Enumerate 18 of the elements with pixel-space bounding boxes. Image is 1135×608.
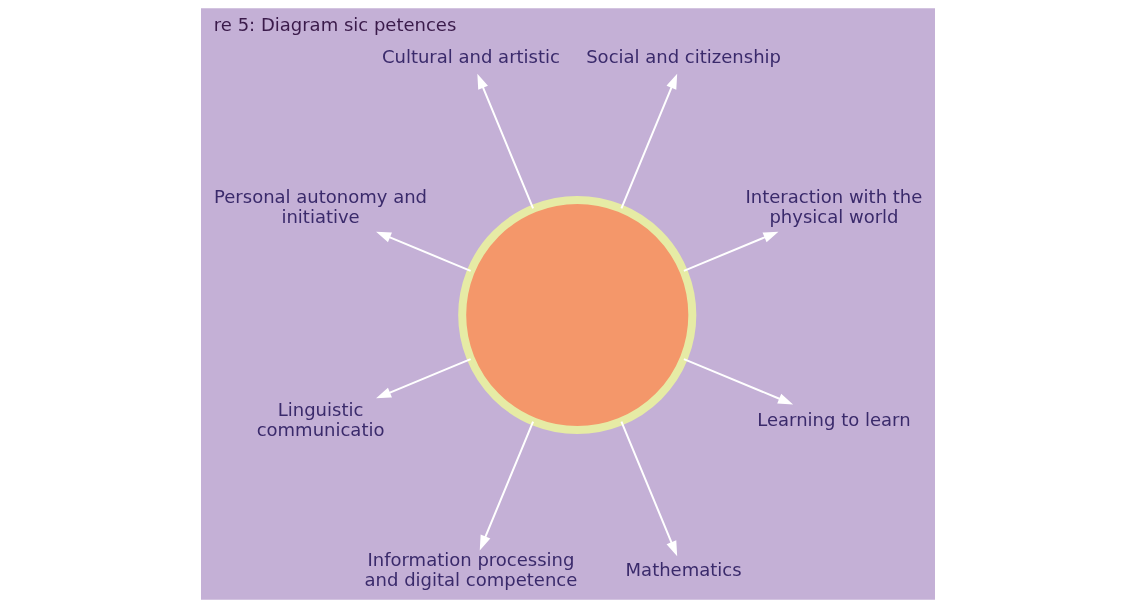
node-text: Learning to learn xyxy=(756,408,911,430)
node-text: Social and citizenship xyxy=(585,45,781,67)
arrow xyxy=(619,73,677,210)
node-text: Cultural and artistic xyxy=(381,45,560,67)
arrow xyxy=(375,358,472,399)
node-text: Information processing and digital competence xyxy=(364,549,577,591)
diagram-title: re 5: Diagram sic petences xyxy=(213,13,456,35)
node-text: Mathematics xyxy=(625,559,742,581)
node-circle xyxy=(457,195,696,435)
arrow xyxy=(476,73,534,210)
arrow xyxy=(479,420,534,551)
arrow xyxy=(375,231,472,272)
node-text: Linguistic communicatio xyxy=(256,398,384,440)
arrow xyxy=(682,358,793,405)
node-text: Interaction with the physical world xyxy=(745,186,922,228)
arrow xyxy=(682,231,778,272)
arrow xyxy=(619,420,677,557)
node-text: Personal autonomy and initiative xyxy=(213,186,427,228)
